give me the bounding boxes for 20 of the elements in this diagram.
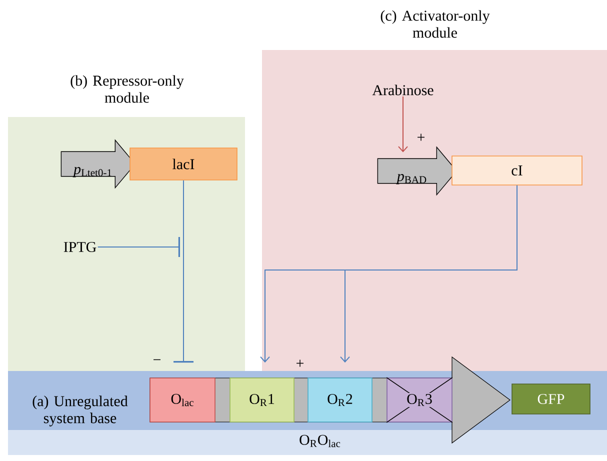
sign-label: − [154, 359, 160, 360]
arrow [398, 96, 408, 152]
operator-box: O$_{R}$1 [230, 378, 294, 422]
gene-box: lacI [130, 148, 238, 180]
band-heading: (a) Unregulated system base [32, 396, 128, 426]
arrow [340, 184, 518, 363]
panel-heading: (c) Activator-only module [380, 10, 490, 38]
gene-box: cI [452, 156, 582, 186]
signal-label: IPTG [64, 242, 96, 252]
crossed-operator-box: O$_{R}$3 [386, 377, 453, 423]
panel-heading: (b) Repressor-only module [70, 75, 184, 103]
gene-box: GFP [512, 384, 590, 414]
inhibition-line [97, 237, 180, 257]
operator-box: O$_{lac}$ [150, 378, 216, 422]
sign-label: + [418, 134, 424, 141]
region-label: O$_{R}$O$_{lac}$ [300, 434, 340, 448]
operator-box: O$_{R}$2 [308, 378, 372, 422]
signal-label: Arabinose [372, 84, 434, 96]
sign-label: + [296, 360, 304, 367]
inhibition-line [174, 180, 194, 363]
